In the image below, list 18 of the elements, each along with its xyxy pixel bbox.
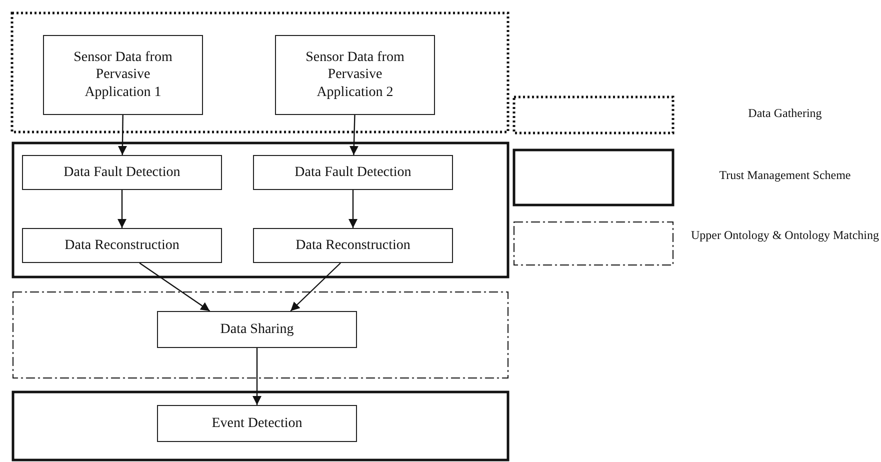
arrow [118,115,127,155]
process-box: Sensor Data from Pervasive Application 2 [275,35,435,115]
arrow [290,262,341,312]
process-box: Sensor Data from Pervasive Application 1 [43,35,203,115]
arrow [139,262,210,312]
process-box: Data Reconstruction [253,228,453,263]
arrow [252,348,262,405]
legend-label: Data Gathering [748,106,822,120]
process-box: Data Fault Detection [253,155,453,190]
legend-label: Upper Ontology & Ontology Matching [691,228,879,242]
arrow [118,190,126,228]
legend-label: Trust Management Scheme [719,168,851,182]
arrow [349,114,358,156]
arrow [348,190,358,228]
process-box: Data Reconstruction [22,228,222,263]
process-box: Data Sharing [157,311,357,348]
process-box: Event Detection [157,405,357,442]
process-box: Data Fault Detection [22,155,222,190]
